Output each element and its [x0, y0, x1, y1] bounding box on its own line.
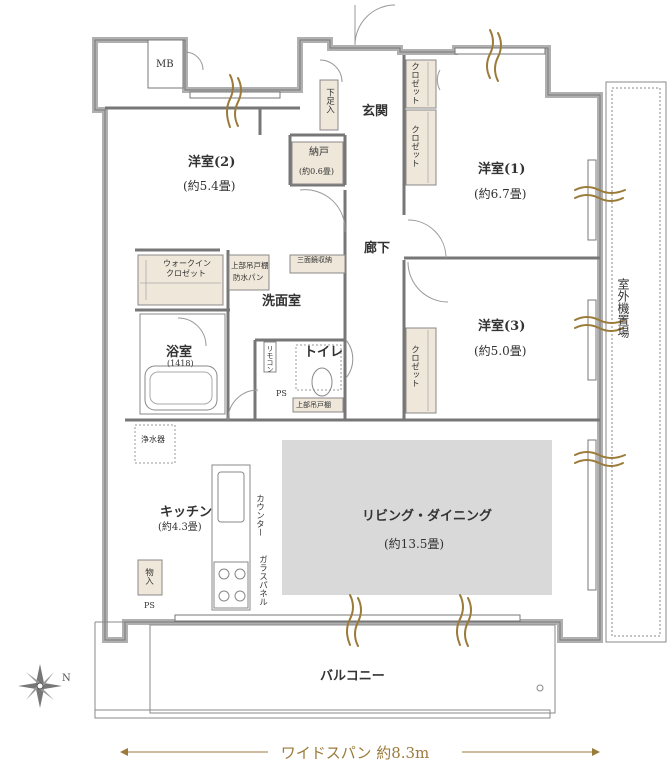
upper-cabinet-label-1: 上部吊戸棚: [231, 261, 269, 270]
yoshitsu2-name: 洋室(2): [188, 155, 236, 170]
closet-a: [405, 59, 437, 109]
mb-door: [184, 51, 204, 71]
kitchen-counter: [211, 464, 251, 611]
closet-c: [405, 327, 437, 414]
yoshitsu2-size: (約5.4畳): [183, 179, 236, 193]
yoshitsu3-size: (約5.0畳): [474, 344, 527, 358]
storage-label: 物入: [143, 568, 154, 585]
stove: [213, 561, 249, 609]
closet-b: [405, 109, 437, 186]
walkin-label-1: ウォークイン: [163, 259, 211, 268]
ps-upper-label: PS: [276, 389, 287, 398]
toilet-remote-label: リモコン: [266, 345, 274, 373]
dimension-text: ワイドスパン 約8.3m: [280, 744, 430, 762]
washroom-name: 洗面室: [262, 294, 302, 309]
kitchen-name: キッチン: [160, 505, 213, 520]
closet-a-label: クロゼット: [409, 62, 420, 105]
toilet-bowl: [311, 367, 333, 397]
dimension: ワイドスパン 約8.3m: [120, 740, 590, 762]
corridor-name: 廊下: [364, 241, 391, 256]
yoshitsu1-name: 洋室(1): [478, 162, 526, 177]
living-name: リビング・ダイニング: [362, 509, 493, 524]
nando-name: 納戸: [309, 147, 329, 158]
linen-label: 三面鏡収納: [297, 256, 332, 264]
bath-room: [139, 313, 226, 415]
upper-cabinet-label-2: 防水パン: [233, 273, 264, 282]
storage-box: [137, 559, 163, 596]
airflow-icons: [226, 29, 626, 647]
balcony-name: バルコニー: [320, 669, 385, 684]
doors: [227, 4, 449, 421]
closet-c-label: クロゼット: [409, 345, 420, 388]
toilet-cabinet-label: 上部吊戸棚: [296, 401, 331, 409]
toilet-name: トイレ: [304, 345, 344, 360]
partitions: [105, 55, 600, 422]
nando-size: (約0.6畳): [299, 167, 334, 176]
compass-letter: N: [62, 673, 71, 684]
glass-panel-label: ガラスパネル: [257, 555, 268, 606]
kitchen-size: (約4.3畳): [158, 522, 202, 533]
living-fill: [282, 440, 552, 595]
water-purifier-label: 浄水器: [141, 435, 165, 444]
living-size: (約13.5畳): [384, 537, 445, 551]
shoe-box: [319, 79, 339, 131]
shoe-box-label: 下足入: [324, 88, 335, 114]
walls: [92, 37, 603, 643]
nando-storage: [291, 141, 344, 185]
yoshitsu3-name: 洋室(3): [478, 319, 526, 334]
walkin-label-2: クロゼット: [166, 269, 206, 278]
dimension-line: [120, 748, 600, 756]
bathroom-size: (1418): [167, 359, 194, 368]
bathtub: [144, 365, 218, 411]
counter-label: カウンター: [254, 494, 265, 537]
closets: [137, 59, 437, 596]
toilet-cabinet: [292, 397, 344, 413]
closet-b-label: クロゼット: [409, 125, 420, 168]
outdoor-unit-name: 室外機置場: [616, 278, 630, 338]
balcony-area: [94, 621, 556, 719]
walkin-closet: [137, 254, 224, 306]
upper-cabinet: [228, 254, 270, 291]
yoshitsu1-size: (約6.7畳): [474, 187, 527, 201]
bathroom-name: 浴室: [166, 345, 193, 360]
compass-icon: [18, 664, 62, 708]
kitchen-sink: [217, 471, 245, 523]
outdoor-area: [605, 81, 667, 643]
ps-lower-label: PS: [144, 601, 155, 610]
mb-label: MB: [156, 59, 174, 70]
linen-storage: [289, 254, 346, 274]
mb-box: [147, 39, 184, 89]
entrance-name: 玄関: [362, 104, 389, 119]
